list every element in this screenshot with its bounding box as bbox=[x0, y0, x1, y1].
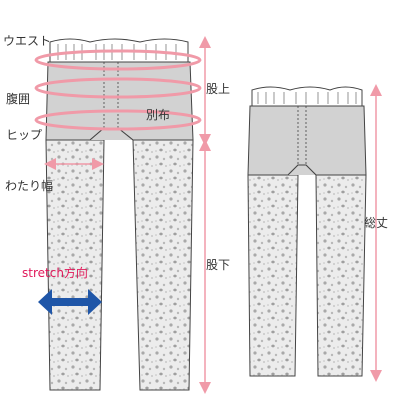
left-leg-left-lace bbox=[45, 139, 105, 391]
left-leg-right-lace bbox=[132, 139, 194, 391]
inseam-label: 股下 bbox=[206, 258, 231, 272]
total-length-label: 総丈 bbox=[364, 216, 389, 230]
thigh-width-label: わたり幅 bbox=[5, 179, 54, 193]
separate-fabric-label: 別布 bbox=[146, 108, 171, 122]
hip-label: ヒップ bbox=[6, 128, 43, 142]
right-leg-left-lace bbox=[247, 174, 299, 377]
waist-label: ウエスト bbox=[3, 34, 52, 48]
stretch-arrow bbox=[38, 289, 102, 315]
right-panel-body bbox=[247, 105, 367, 176]
right-legging bbox=[247, 86, 367, 377]
stretch-direction-label: stretch方向 bbox=[22, 266, 88, 280]
rise-label: 股上 bbox=[206, 82, 231, 96]
belly-label: 腹囲 bbox=[6, 92, 31, 106]
left-legging bbox=[45, 38, 194, 391]
right-leg-right-lace bbox=[315, 174, 367, 377]
right-waistband bbox=[251, 86, 363, 107]
